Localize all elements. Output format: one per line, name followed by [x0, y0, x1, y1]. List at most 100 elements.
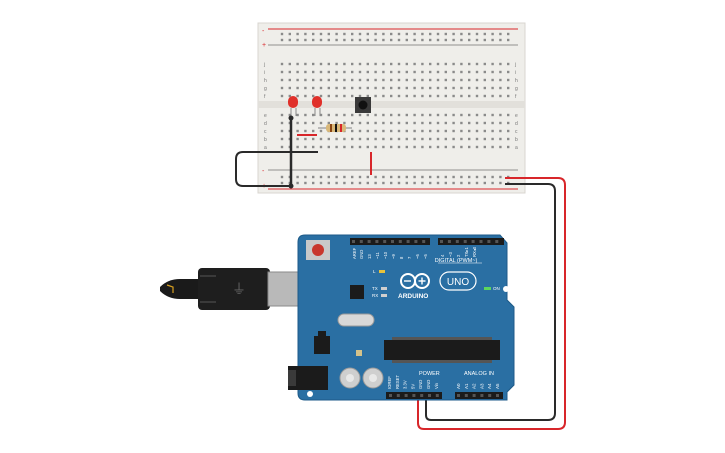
terminal-hole[interactable] — [452, 121, 455, 125]
terminal-hole[interactable] — [304, 70, 307, 74]
rail-hole[interactable] — [351, 175, 354, 179]
rail-hole[interactable] — [312, 181, 315, 185]
terminal-hole[interactable] — [390, 86, 393, 90]
terminal-hole[interactable] — [491, 121, 494, 125]
rail-hole[interactable] — [335, 181, 338, 185]
rail-hole[interactable] — [491, 38, 494, 42]
terminal-hole[interactable] — [468, 62, 471, 66]
terminal-hole[interactable] — [335, 94, 338, 98]
terminal-hole[interactable] — [358, 129, 362, 133]
header-pin[interactable] — [412, 394, 416, 397]
rail-hole[interactable] — [421, 38, 424, 42]
rail-hole[interactable] — [304, 32, 307, 36]
digital-header-right[interactable] — [438, 238, 504, 245]
rail-hole[interactable] — [382, 181, 385, 185]
rail-hole[interactable] — [343, 181, 346, 185]
terminal-hole[interactable] — [397, 78, 401, 82]
header-pin[interactable] — [495, 240, 499, 243]
terminal-hole[interactable] — [413, 86, 416, 90]
terminal-hole[interactable] — [397, 137, 401, 141]
terminal-hole[interactable] — [366, 137, 369, 141]
terminal-hole[interactable] — [319, 94, 323, 98]
terminal-hole[interactable] — [405, 145, 408, 149]
terminal-hole[interactable] — [296, 129, 299, 133]
rail-hole[interactable] — [358, 175, 362, 179]
terminal-hole[interactable] — [421, 86, 424, 90]
rail-hole[interactable] — [507, 38, 510, 42]
rail-hole[interactable] — [296, 32, 299, 36]
rail-hole[interactable] — [382, 38, 385, 42]
terminal-hole[interactable] — [358, 86, 362, 90]
terminal-hole[interactable] — [366, 86, 369, 90]
rail-hole[interactable] — [483, 38, 486, 42]
header-pin[interactable] — [414, 240, 418, 243]
rail-hole[interactable] — [429, 181, 432, 185]
digital-header-left[interactable] — [350, 238, 430, 245]
terminal-hole[interactable] — [405, 94, 408, 98]
rail-hole[interactable] — [468, 175, 471, 179]
terminal-hole[interactable] — [304, 86, 307, 90]
wire-red-to-5v[interactable] — [417, 177, 566, 430]
wire-black-loop[interactable] — [235, 151, 318, 187]
terminal-hole[interactable] — [351, 70, 354, 74]
terminal-hole[interactable] — [312, 145, 315, 149]
terminal-hole[interactable] — [319, 78, 323, 82]
terminal-hole[interactable] — [475, 113, 479, 117]
header-pin[interactable] — [496, 394, 499, 397]
rail-hole[interactable] — [421, 175, 424, 179]
rail-hole[interactable] — [397, 175, 401, 179]
terminal-hole[interactable] — [429, 129, 432, 133]
terminal-hole[interactable] — [429, 145, 432, 149]
rail-hole[interactable] — [312, 38, 315, 42]
terminal-hole[interactable] — [358, 62, 362, 66]
terminal-hole[interactable] — [296, 86, 299, 90]
terminal-hole[interactable] — [335, 121, 338, 125]
header-pin[interactable] — [447, 240, 451, 243]
rail-hole[interactable] — [444, 38, 447, 42]
terminal-hole[interactable] — [351, 94, 354, 98]
terminal-hole[interactable] — [358, 78, 362, 82]
terminal-hole[interactable] — [312, 70, 315, 74]
terminal-hole[interactable] — [452, 86, 455, 90]
terminal-hole[interactable] — [499, 145, 502, 149]
terminal-hole[interactable] — [405, 121, 408, 125]
terminal-hole[interactable] — [499, 70, 502, 74]
terminal-hole[interactable] — [429, 70, 432, 74]
rail-hole[interactable] — [366, 38, 369, 42]
terminal-hole[interactable] — [319, 129, 323, 133]
terminal-hole[interactable] — [429, 78, 432, 82]
terminal-hole[interactable] — [499, 78, 502, 82]
header-pin[interactable] — [480, 394, 484, 397]
rail-hole[interactable] — [436, 38, 440, 42]
terminal-hole[interactable] — [319, 70, 323, 74]
terminal-hole[interactable] — [390, 145, 393, 149]
terminal-hole[interactable] — [507, 121, 510, 125]
terminal-hole[interactable] — [397, 145, 401, 149]
terminal-hole[interactable] — [413, 113, 416, 117]
terminal-hole[interactable] — [468, 86, 471, 90]
terminal-hole[interactable] — [304, 137, 307, 141]
rail-hole[interactable] — [335, 32, 338, 36]
rail-hole[interactable] — [319, 181, 323, 185]
terminal-hole[interactable] — [491, 86, 494, 90]
terminal-hole[interactable] — [452, 137, 455, 141]
terminal-hole[interactable] — [296, 145, 299, 149]
led-2[interactable] — [312, 96, 322, 116]
terminal-hole[interactable] — [296, 62, 299, 66]
terminal-hole[interactable] — [374, 78, 377, 82]
terminal-hole[interactable] — [483, 62, 486, 66]
header-pin[interactable] — [398, 240, 402, 243]
terminal-hole[interactable] — [312, 78, 315, 82]
rail-hole[interactable] — [444, 181, 447, 185]
terminal-hole[interactable] — [452, 145, 455, 149]
terminal-hole[interactable] — [366, 78, 369, 82]
rail-hole[interactable] — [397, 32, 401, 36]
terminal-hole[interactable] — [491, 145, 494, 149]
terminal-hole[interactable] — [444, 137, 447, 141]
rail-hole[interactable] — [374, 38, 377, 42]
terminal-hole[interactable] — [358, 121, 362, 125]
rail-hole[interactable] — [288, 38, 291, 42]
terminal-hole[interactable] — [491, 78, 494, 82]
terminal-hole[interactable] — [475, 145, 479, 149]
terminal-hole[interactable] — [452, 62, 455, 66]
